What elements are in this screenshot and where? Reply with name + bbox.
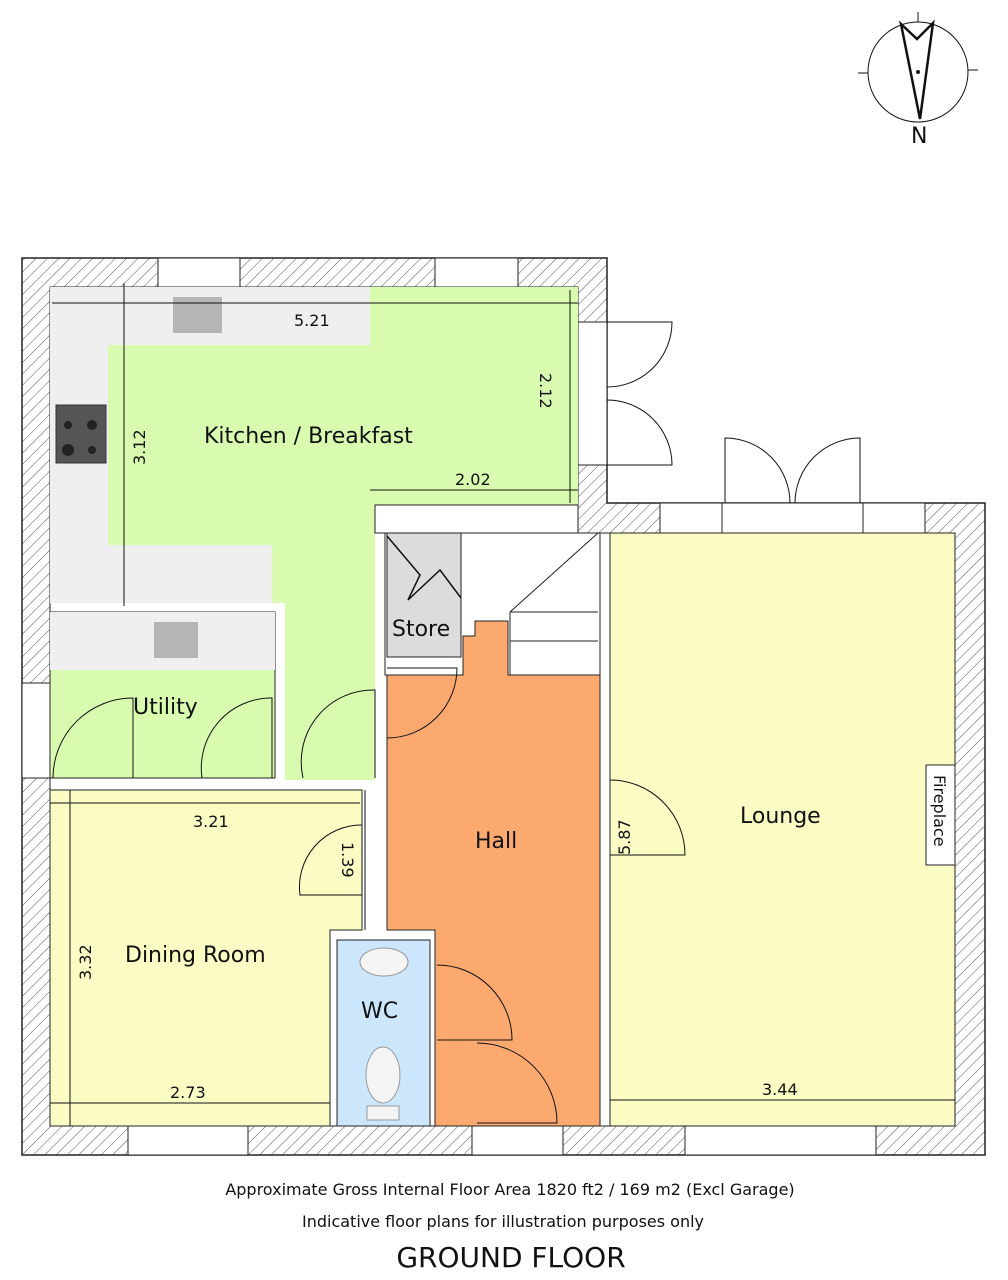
store-label: Store [392,617,450,642]
lounge-label: Lounge [740,804,821,829]
basin-icon [359,947,409,977]
dim-dining-recess: 1.39 [338,842,357,878]
patio-doors [606,321,861,504]
dim-dining-width: 3.21 [193,812,229,831]
dim-dining-depth: 3.32 [76,944,95,980]
utility-sink [154,622,198,658]
interior-wall [374,504,579,534]
dining-area [49,789,363,1127]
wc-label: WC [361,999,398,1024]
kitchen-area [50,287,578,780]
utility-label: Utility [133,695,198,720]
disclaimer-note: Indicative floor plans for illustration … [302,1212,704,1231]
dimension-lines [50,283,955,1126]
internal-doors [52,667,686,1124]
fireplace-label: Fireplace [930,775,949,847]
dim-lounge-depth: 5.87 [615,819,634,855]
dim-kitchen-right-width: 2.02 [455,470,491,489]
compass-north-label: N [911,124,927,149]
floor-area-note: Approximate Gross Internal Floor Area 18… [225,1180,794,1199]
floor-title: GROUND FLOOR [396,1241,625,1274]
kitchen-sink [173,297,222,333]
kitchen-label: Kitchen / Breakfast [204,424,413,449]
hob-icon [55,404,107,464]
hall-area [386,620,601,1127]
dim-kitchen-depth: 3.12 [130,429,149,465]
dim-dining-bottom-width: 2.73 [170,1083,206,1102]
dining-label: Dining Room [125,943,266,968]
stairs [509,532,599,675]
dim-kitchen-width: 5.21 [294,311,330,330]
cistern-icon [366,1105,400,1121]
north-compass-icon [858,12,978,123]
fireplace [925,764,956,866]
dim-lounge-width: 3.44 [762,1080,798,1099]
toilet-icon [365,1046,401,1104]
counter-bottom [50,545,272,603]
store-area [386,532,462,658]
hall-label: Hall [475,829,517,854]
electrical-symbol [386,535,462,601]
windows [21,257,926,1156]
dim-kitchen-right-depth: 2.12 [536,373,555,409]
lounge-area [609,532,956,1127]
